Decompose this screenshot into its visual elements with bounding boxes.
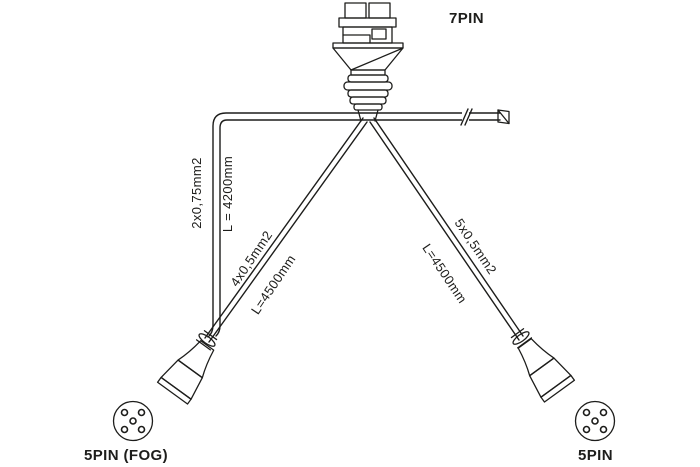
right-cable-line-1	[373, 117, 524, 337]
right-pin-face-outline	[574, 400, 616, 442]
right-connector-boot	[517, 338, 576, 403]
7pin-flange	[332, 42, 404, 49]
pin	[599, 425, 608, 434]
cable-break-marks	[460, 108, 473, 126]
pin	[120, 425, 129, 434]
clamp-ribs	[195, 330, 218, 351]
7pin-terminal-right	[368, 2, 391, 19]
7pin-body-inset	[371, 28, 387, 40]
pin	[591, 417, 599, 425]
left-cable-line-2	[208, 121, 368, 343]
left-connector-boot	[156, 340, 215, 405]
left-pin-face-outline	[112, 400, 154, 442]
fog-cable	[207, 108, 510, 338]
left-cable-clamp	[195, 330, 218, 351]
strain-relief-gland	[343, 74, 393, 122]
bottom-left-connector-label: 5PIN (FOG)	[84, 447, 168, 464]
7pin-neck	[350, 69, 386, 76]
left-boot-taper	[177, 340, 215, 379]
fog-cable-spec-label: 2x0,75mm2	[189, 157, 204, 229]
7pin-terminal-left	[344, 2, 367, 19]
pin	[599, 408, 608, 417]
7pin-body-detail	[342, 34, 371, 44]
gland-rib	[349, 96, 387, 105]
end-cap-hatch	[497, 109, 510, 125]
right-cable-length-label: L=4500mm	[419, 241, 470, 306]
gland-rib	[353, 103, 383, 111]
pin	[129, 417, 137, 425]
pin	[582, 425, 591, 434]
left-pin-face-view	[112, 400, 154, 442]
cable-break-gap	[462, 110, 469, 123]
right-cable-line-2	[369, 121, 520, 341]
bottom-right-connector-label: 5PIN	[578, 447, 613, 464]
pin	[582, 408, 591, 417]
fog-cable-inner-line	[215, 119, 501, 337]
7pin-housing-diagonal	[350, 47, 403, 71]
gland-rib	[343, 81, 393, 91]
fog-cable-outer-line	[207, 112, 501, 338]
7pin-connector	[332, 2, 404, 122]
pin	[120, 408, 129, 417]
gland-rib	[347, 74, 389, 83]
fog-cable-end-cap	[497, 109, 510, 125]
pin	[137, 425, 146, 434]
left-cable-line-1	[204, 117, 364, 339]
7pin-housing-taper	[332, 47, 404, 71]
7pin-collar	[338, 17, 397, 28]
right-boot-face	[540, 374, 576, 403]
fog-cable-length-label: L = 4200mm	[220, 156, 235, 232]
top-connector-label: 7PIN	[449, 10, 484, 27]
pin	[137, 408, 146, 417]
right-branch-cable	[369, 117, 524, 341]
right-pin-face-view	[574, 400, 616, 442]
right-boot-taper	[517, 338, 555, 377]
left-boot-face	[156, 376, 192, 405]
left-branch-cable	[204, 117, 368, 343]
clamp-band	[198, 333, 216, 347]
gland-rib	[347, 89, 389, 98]
clamp-band	[512, 331, 530, 345]
